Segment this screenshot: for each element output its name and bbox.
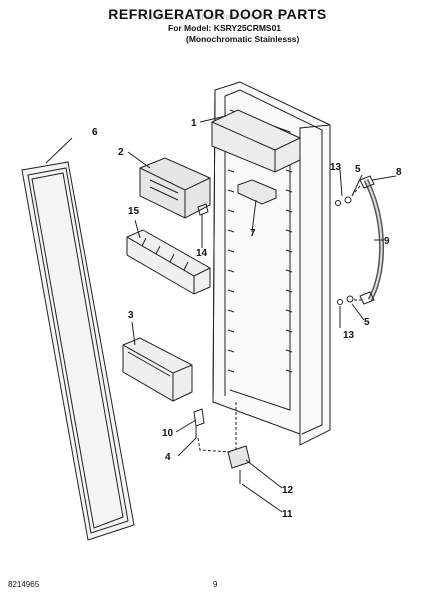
callout-13-bottom: 13: [343, 330, 355, 341]
callout-10: 10: [162, 428, 174, 439]
document-number: 8214965: [8, 580, 40, 589]
callout-5-top: 5: [355, 164, 361, 175]
page-number: 9: [213, 580, 218, 589]
handle-mount-bottom-part: [359, 291, 375, 305]
washer-top-part: [335, 200, 341, 206]
callout-7: 7: [250, 228, 256, 239]
callout-9: 9: [384, 236, 390, 247]
rack-part: [126, 229, 211, 295]
hinge-bracket-part: [227, 445, 251, 469]
variant-line: (Monochromatic Stainlesss): [186, 34, 300, 44]
callout-4: 4: [165, 452, 171, 463]
bin-clip-part: [197, 203, 209, 216]
door-gasket-part: [21, 161, 135, 541]
callout-8: 8: [396, 167, 402, 178]
screw-top-part: [344, 196, 352, 204]
door-liner-part: [211, 81, 331, 446]
hinge-pin-part: [193, 408, 205, 427]
door-handle-part: [363, 178, 384, 302]
model-line: For Model: KSRY25CRMS01: [168, 23, 282, 33]
callout-6: 6: [92, 127, 98, 138]
callout-3: 3: [128, 310, 134, 321]
callout-2: 2: [118, 147, 124, 158]
handle-mount-top-part: [359, 175, 375, 189]
watermark-text: www.AppliancePartsPros.com: [146, 12, 289, 23]
callout-13-top: 13: [330, 162, 342, 173]
screw-bottom-part: [346, 295, 354, 303]
callout-14: 14: [196, 248, 208, 259]
callout-5-bottom: 5: [364, 317, 370, 328]
small-shelf-part: [237, 179, 277, 205]
callout-15: 15: [128, 206, 140, 217]
lower-bin-part: [122, 337, 193, 402]
washer-bottom-part: [337, 299, 343, 305]
upper-bin-part: [139, 157, 211, 219]
callout-1: 1: [191, 118, 197, 129]
callout-11: 11: [282, 509, 293, 520]
callout-12: 12: [282, 485, 294, 496]
page-title: REFRIGERATOR DOOR PARTS: [108, 6, 327, 22]
